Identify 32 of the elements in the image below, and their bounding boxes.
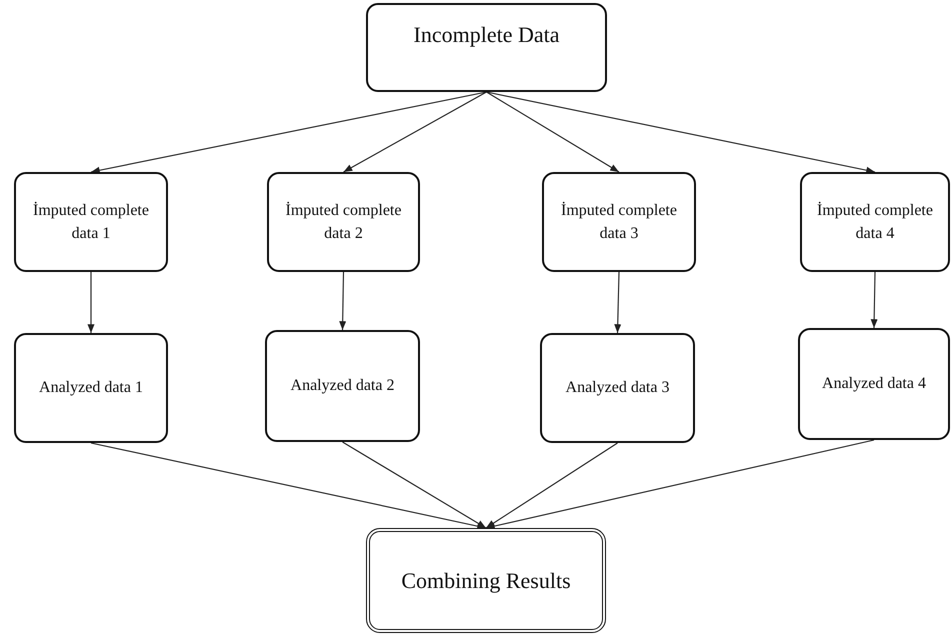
arrow	[343, 92, 487, 172]
arrow	[486, 92, 620, 172]
arrow	[90, 91, 487, 174]
process-box	[798, 328, 950, 440]
arrow	[870, 272, 878, 328]
process-box	[265, 330, 420, 442]
box-label: İmputed complete data 1	[32, 200, 150, 244]
arrow	[614, 272, 622, 334]
arrow	[339, 272, 346, 330]
box-label: Analyzed data 1	[39, 378, 143, 398]
process-box	[366, 3, 607, 92]
process-box	[14, 333, 168, 443]
process-box	[366, 528, 606, 633]
arrow	[486, 442, 618, 528]
box-label: Analyzed data 4	[822, 374, 926, 394]
arrow	[87, 272, 95, 333]
arrow	[90, 442, 486, 530]
process-box	[542, 172, 696, 272]
box-label: Analyzed data 2	[290, 376, 394, 396]
box-label: Incomplete Data	[414, 21, 560, 49]
box-label: İmputed complete data 2	[284, 200, 402, 244]
process-box	[267, 172, 420, 272]
box-label: İmputed complete data 3	[560, 200, 678, 244]
arrow	[342, 442, 486, 528]
box-label: İmputed complete data 4	[816, 200, 934, 244]
box-label: Analyzed data 3	[566, 378, 670, 398]
process-box	[14, 172, 168, 272]
process-box	[800, 172, 950, 272]
box-label: Combining Results	[401, 566, 571, 595]
arrow	[486, 91, 876, 174]
process-box	[540, 333, 695, 443]
arrow	[486, 439, 874, 530]
